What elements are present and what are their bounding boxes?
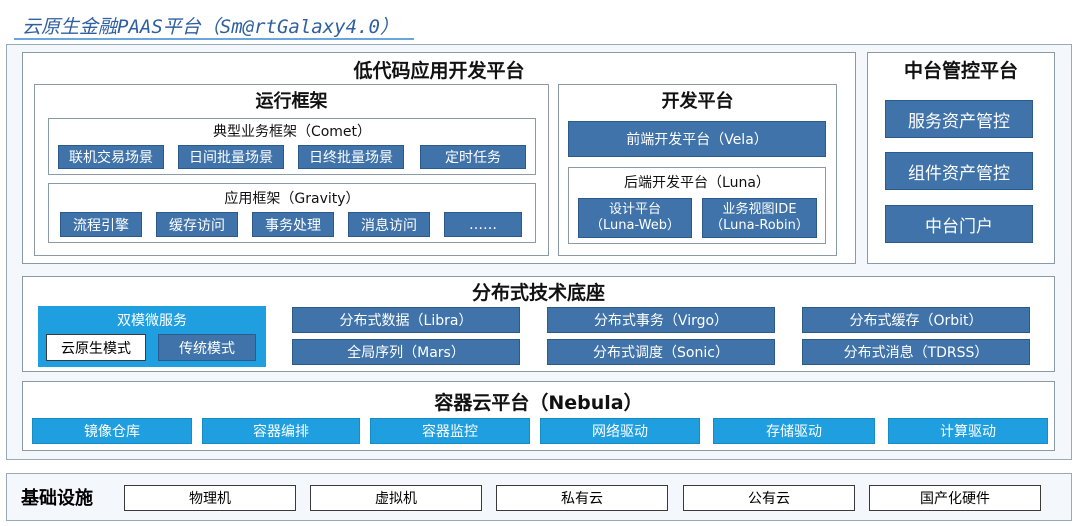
container-title: 容器云平台（Nebula） [434,391,643,414]
infra-item-public-cloud: 公有云 [683,485,855,511]
page-title: 云原生金融PAAS平台（Sm@rtGalaxy4.0） [22,16,399,38]
gravity-item-more: …… [444,212,522,237]
midplatform-title: 中台管控平台 [903,59,1018,82]
gravity-item-cache: 缓存访问 [156,212,238,237]
distributed-orbit: 分布式缓存（Orbit） [802,307,1030,333]
container-item-network: 网络驱动 [540,418,700,444]
distributed-sonic: 分布式调度（Sonic） [547,339,775,365]
distributed-virgo: 分布式事务（Virgo） [547,307,775,333]
container-item-compute: 计算驱动 [888,418,1048,444]
container-item-storage: 存储驱动 [713,418,875,444]
traditional-mode: 传统模式 [158,334,256,361]
luna-web-line2: （Luna-Web） [590,218,680,233]
lowcode-title: 低代码应用开发平台 [353,59,525,82]
gravity-item-tx: 事务处理 [252,212,334,237]
luna-web-box: 设计平台 （Luna-Web） [578,198,692,238]
midplatform-item-portal: 中台门户 [885,205,1033,243]
cloud-native-mode: 云原生模式 [46,334,146,361]
gravity-title: 应用框架（Gravity） [224,191,360,207]
infra-item-virtual: 虚拟机 [310,485,482,511]
container-item-orchestration: 容器编排 [202,418,360,444]
infra-item-domestic-hw: 国产化硬件 [869,485,1041,511]
gravity-item-msg: 消息访问 [348,212,430,237]
distributed-libra: 分布式数据（Libra） [292,307,520,333]
comet-item-timer: 定时任务 [420,145,526,169]
devplatform-title: 开发平台 [661,91,734,112]
luna-web-line1: 设计平台 [608,202,661,217]
distributed-mars: 全局序列（Mars） [292,339,520,365]
gravity-item-flow: 流程引擎 [60,212,142,237]
infra-item-private-cloud: 私有云 [496,485,668,511]
midplatform-item-service: 服务资产管控 [885,100,1033,138]
midplatform-item-component: 组件资产管控 [885,152,1033,190]
comet-title: 典型业务框架（Comet） [212,124,372,140]
comet-item-online: 联机交易场景 [58,145,164,169]
container-item-monitoring: 容器监控 [370,418,530,444]
infra-item-physical: 物理机 [124,485,296,511]
luna-title: 后端开发平台（Luna） [624,175,770,191]
comet-item-eodbatch: 日终批量场景 [298,145,404,169]
container-frame [22,381,1055,451]
luna-robin-line2: （Luna-Robin） [710,218,809,233]
infra-title: 基础设施 [21,488,93,509]
comet-item-daybatch: 日间批量场景 [178,145,284,169]
luna-robin-line1: 业务视图IDE [722,202,797,217]
vela-box: 前端开发平台（Vela） [568,121,826,157]
distributed-tdrss: 分布式消息（TDRSS） [802,339,1030,365]
container-item-registry: 镜像仓库 [32,418,192,444]
dual-microservice-title: 双模微服务 [117,313,187,329]
runtime-title: 运行框架 [255,91,328,112]
luna-robin-box: 业务视图IDE （Luna-Robin） [702,198,817,238]
distributed-title: 分布式技术底座 [471,281,605,304]
title-underline [14,38,414,40]
